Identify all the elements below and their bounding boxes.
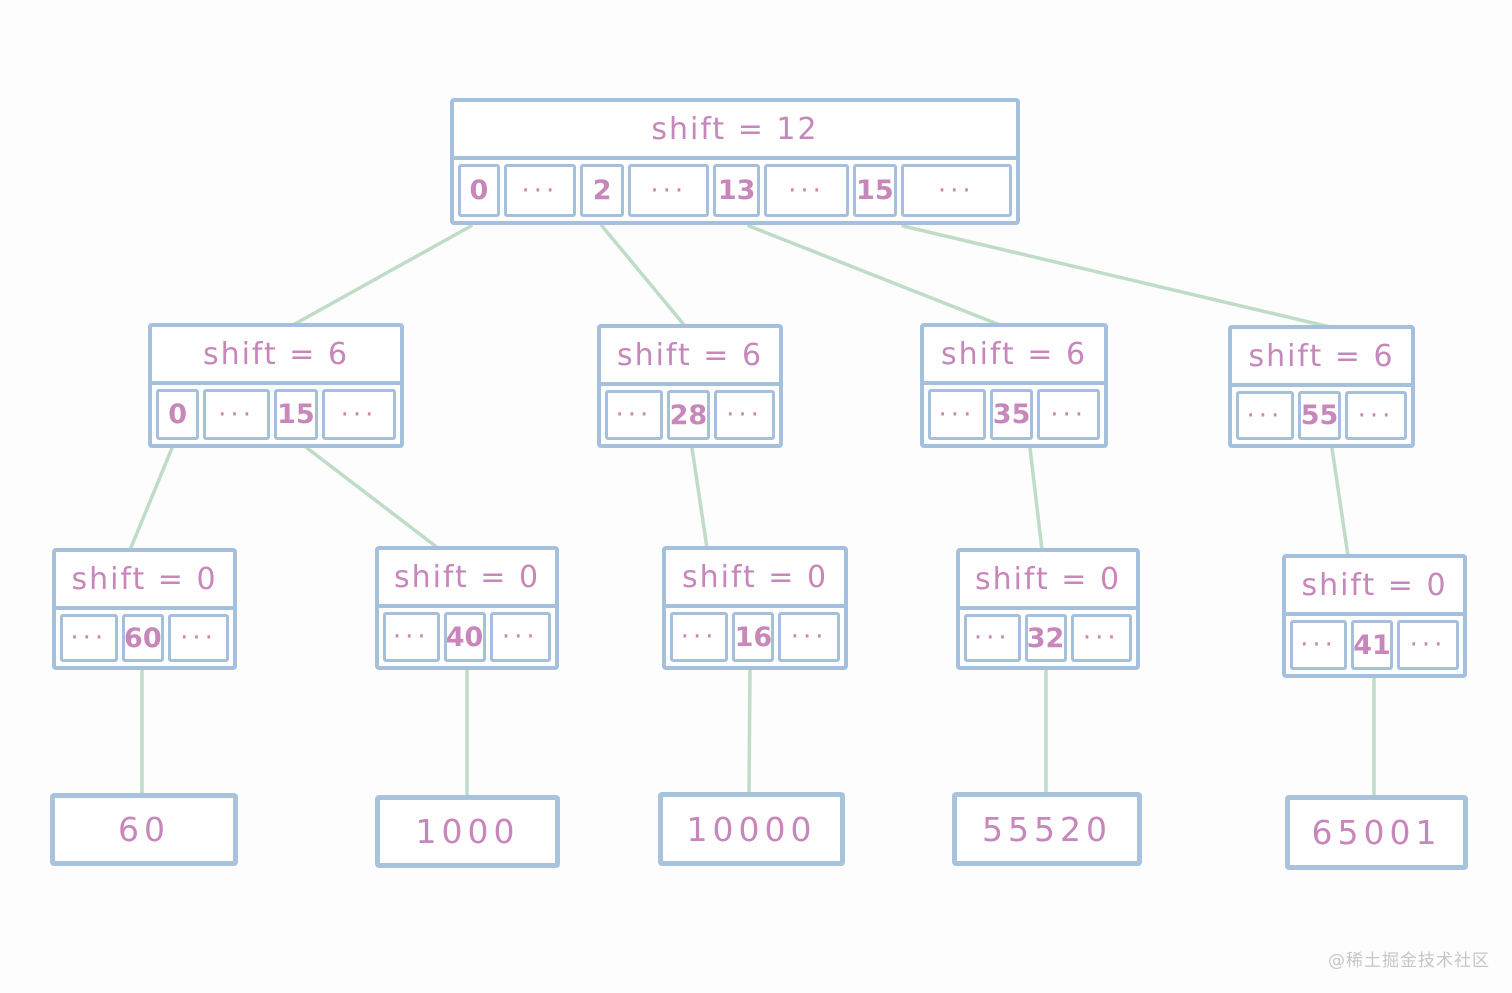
cell-ellipsis: ··· [383,612,440,662]
node-shift6-3: shift = 6 ··· 35 ··· [920,323,1108,448]
node-cells: ··· 35 ··· [924,385,1104,444]
node-title: shift = 0 [56,552,233,610]
node-title: shift = 0 [960,552,1136,610]
node-shift0-4: shift = 0 ··· 32 ··· [956,548,1140,670]
node-title: shift = 0 [379,550,555,608]
node-title: shift = 12 [454,102,1016,160]
edge-root13-to-shift6-3 [747,224,1002,327]
cell-ellipsis: ··· [714,390,776,440]
node-cells: ··· 60 ··· [56,610,233,666]
node-cells: ··· 16 ··· [666,608,844,666]
leaf-value-65001: 65001 [1285,795,1468,870]
node-title: shift = 6 [1232,329,1411,387]
cell-index-15: 15 [853,164,897,217]
watermark: @稀土掘金技术社区 [1328,951,1490,971]
edge-shift0-3c16-to-leaf10000 [747,666,752,796]
cell-index-13: 13 [713,164,761,217]
cell-ellipsis: ··· [1290,620,1347,670]
node-cells: ··· 40 ··· [379,608,555,666]
node-cells: 0 ··· 2 ··· 13 ··· 15 ··· [454,160,1016,221]
cell-ellipsis: ··· [928,389,986,440]
edge-shift6-3c35-to-shift0-4 [1028,446,1044,552]
cell-ellipsis: ··· [1070,614,1132,662]
cell-ellipsis: ··· [605,390,663,440]
cell-index-0: 0 [156,389,200,440]
edge-shift6-2c28-to-shift0-3 [690,446,709,550]
leaf-value-10000: 10000 [658,792,845,866]
cell-ellipsis: ··· [489,612,551,662]
node-shift0-5: shift = 0 ··· 41 ··· [1282,554,1467,678]
cell-index-41: 41 [1350,620,1394,670]
edge-root15-to-shift6-4 [901,224,1332,329]
leaf-value-1000: 1000 [375,795,560,868]
node-cells: 0 ··· 15 ··· [152,385,400,444]
cell-ellipsis: ··· [503,164,577,217]
cell-ellipsis: ··· [203,389,270,440]
node-title: shift = 6 [152,327,400,385]
cell-index-40: 40 [443,612,486,662]
edge-root2-to-shift6-2 [600,224,687,328]
edge-shift6-1c15-to-shift0-2 [305,446,440,550]
edge-shift6-4c55-to-shift0-5 [1330,446,1350,558]
cell-ellipsis: ··· [168,614,229,662]
node-shift6-4: shift = 6 ··· 55 ··· [1228,325,1415,448]
cell-ellipsis: ··· [670,612,729,662]
node-title: shift = 0 [1286,558,1463,616]
cell-ellipsis: ··· [1397,620,1459,670]
node-shift0-2: shift = 0 ··· 40 ··· [375,546,559,670]
node-root-shift12: shift = 12 0 ··· 2 ··· 13 ··· 15 ··· [450,98,1020,225]
cell-ellipsis: ··· [778,612,840,662]
node-shift6-2: shift = 6 ··· 28 ··· [597,324,783,448]
node-cells: ··· 32 ··· [960,610,1136,666]
cell-index-32: 32 [1024,614,1067,662]
node-cells: ··· 41 ··· [1286,616,1463,674]
cell-ellipsis: ··· [628,164,710,217]
cell-ellipsis: ··· [321,389,396,440]
cell-ellipsis: ··· [900,164,1012,217]
cell-index-0: 0 [458,164,500,217]
cell-ellipsis: ··· [1345,391,1407,440]
leaf-value-60: 60 [50,793,238,866]
leaf-value-55520: 55520 [952,792,1142,866]
edge-shift6-1c0-to-shift0-1 [128,446,174,552]
cell-index-55: 55 [1297,391,1342,440]
cell-index-28: 28 [666,390,710,440]
edge-root0-to-shift6-1 [291,224,473,327]
cell-ellipsis: ··· [60,614,118,662]
cell-ellipsis: ··· [964,614,1021,662]
node-title: shift = 6 [924,327,1104,385]
node-cells: ··· 55 ··· [1232,387,1411,444]
node-shift0-3: shift = 0 ··· 16 ··· [662,546,848,670]
cell-ellipsis: ··· [764,164,850,217]
cell-index-15: 15 [273,389,318,440]
cell-index-16: 16 [732,612,775,662]
cell-ellipsis: ··· [1236,391,1294,440]
cell-index-2: 2 [580,164,625,217]
cell-index-60: 60 [121,614,165,662]
cell-index-35: 35 [989,389,1034,440]
cell-ellipsis: ··· [1037,389,1100,440]
node-shift6-1: shift = 6 0 ··· 15 ··· [148,323,404,448]
node-shift0-1: shift = 0 ··· 60 ··· [52,548,237,670]
node-title: shift = 0 [666,550,844,608]
node-cells: ··· 28 ··· [601,386,779,444]
node-title: shift = 6 [601,328,779,386]
